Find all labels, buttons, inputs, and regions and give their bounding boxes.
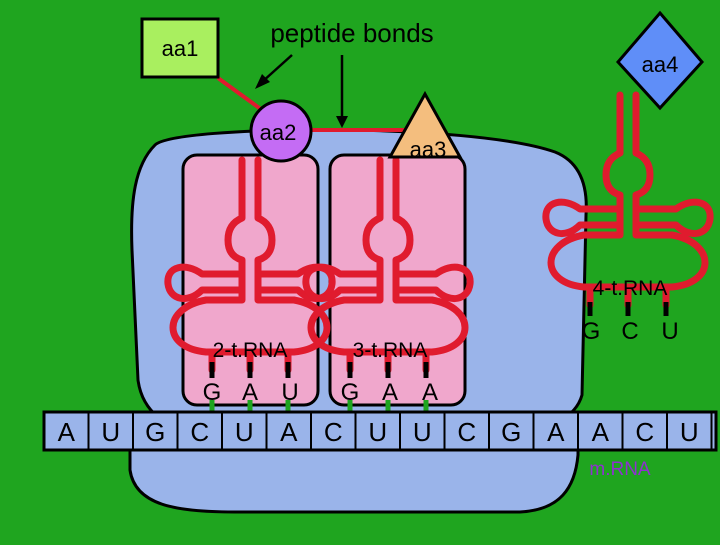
aa2-circle — [249, 99, 313, 163]
peptide-bonds-label: peptide bonds — [270, 18, 433, 48]
peptide-arrow-2-head — [336, 116, 348, 128]
mrna-base: U — [413, 417, 432, 447]
trna-2-anticodon-2: A — [242, 379, 258, 406]
trna-2-label: 2-t.RNA — [213, 339, 288, 362]
mrna-base: U — [680, 417, 699, 447]
aa4-diamond — [615, 10, 705, 111]
mrna-base: A — [280, 417, 298, 447]
aa4-label: aa4 — [642, 52, 679, 77]
peptide-bond-1 — [216, 76, 264, 112]
aa2-label: aa2 — [260, 120, 297, 145]
mrna-base: A — [547, 417, 565, 447]
aa1-box — [140, 17, 220, 79]
trna-3-anticodon-2: A — [382, 379, 398, 406]
trna-4-anticodon-1: G — [582, 318, 601, 345]
mrna-base: G — [145, 417, 165, 447]
trna-2-anticodon-3: U — [281, 379, 298, 406]
mrna-base: C — [635, 417, 654, 447]
mrna-base: C — [457, 417, 476, 447]
mrna-base: C — [190, 417, 209, 447]
trna-4-anticodon-3: U — [661, 318, 678, 345]
trna-3-anticodon-1: G — [341, 379, 360, 406]
peptide-arrow-1-head — [255, 74, 270, 89]
trna-2-anticodon-1: G — [203, 379, 222, 406]
aa3-label: aa3 — [410, 137, 447, 162]
mrna-base: A — [58, 417, 76, 447]
mrna-base: A — [592, 417, 610, 447]
trna-3-label: 3-t.RNA — [353, 339, 428, 362]
trna-4-label: 4-t.RNA — [593, 277, 668, 300]
trna-3-anticodon-3: A — [422, 379, 438, 406]
mrna-label: m.RNA — [589, 459, 651, 480]
peptide-arrow-1 — [261, 54, 293, 83]
aa3-triangle — [387, 90, 463, 159]
trna-4-anticodon-2: C — [621, 318, 638, 345]
mrna-base: G — [501, 417, 521, 447]
codon-pairing-ticks — [209, 302, 669, 414]
mrna-base: U — [368, 417, 387, 447]
ribosome-small-subunit — [128, 438, 580, 514]
mrna-base: U — [101, 417, 120, 447]
aa1-label: aa1 — [162, 36, 199, 61]
mrna-backbone — [42, 410, 718, 452]
mrna-base: C — [324, 417, 343, 447]
mrna-base: U — [235, 417, 254, 447]
